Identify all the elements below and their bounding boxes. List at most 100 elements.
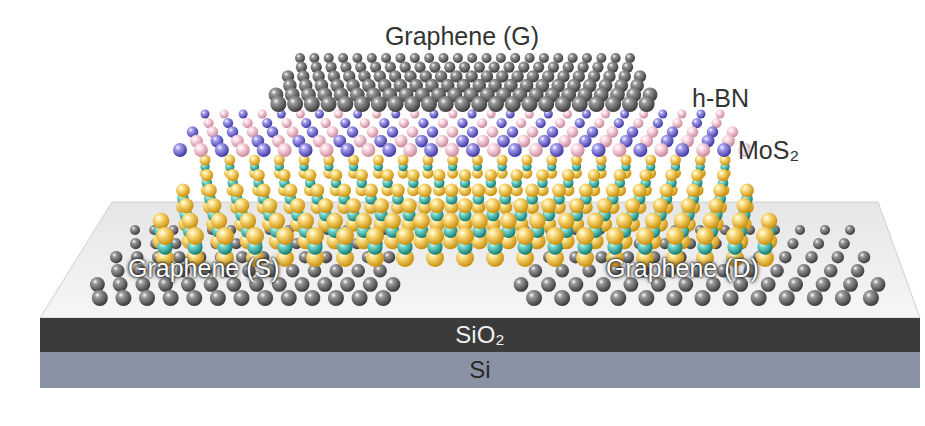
atom <box>555 118 565 128</box>
atom <box>843 277 858 292</box>
atom <box>696 227 714 245</box>
atom <box>582 53 592 63</box>
atom <box>445 184 459 198</box>
atom <box>426 227 444 245</box>
atom <box>457 198 472 213</box>
atom <box>486 227 504 245</box>
atom <box>456 227 474 245</box>
hbn-sheet <box>173 110 752 158</box>
atom <box>466 143 480 157</box>
atom <box>318 198 333 213</box>
atom <box>666 290 682 306</box>
atom <box>487 143 501 157</box>
atom <box>820 225 830 235</box>
atom <box>290 198 305 213</box>
atom <box>399 118 409 128</box>
atom <box>858 251 870 263</box>
atom <box>636 227 654 245</box>
atom <box>516 118 526 128</box>
atom <box>301 118 311 128</box>
atom <box>424 53 434 63</box>
atom <box>328 290 344 306</box>
atom <box>367 126 379 138</box>
graphene-gate-sheet <box>269 53 658 112</box>
silicon-layer: Si <box>40 352 920 388</box>
atom <box>467 53 477 63</box>
atom <box>498 184 512 198</box>
atom <box>317 277 332 292</box>
atom <box>606 184 620 198</box>
atom <box>471 213 488 230</box>
atom <box>645 155 656 166</box>
atom <box>482 53 492 63</box>
atom <box>438 53 448 63</box>
atom <box>516 227 534 245</box>
atom <box>230 184 244 198</box>
atom <box>496 118 506 128</box>
atom <box>541 277 556 292</box>
atom <box>211 213 228 230</box>
atom <box>239 110 248 119</box>
atom <box>579 184 593 198</box>
atom <box>295 277 310 292</box>
atom <box>130 238 141 249</box>
atom <box>206 198 221 213</box>
layer-name: SiO₂ <box>455 321 504 349</box>
atom <box>436 135 449 148</box>
atom <box>554 290 570 306</box>
atom <box>227 169 239 181</box>
atom <box>575 118 585 128</box>
layer-name: Si <box>469 356 490 384</box>
atom <box>257 184 271 198</box>
atom <box>507 126 519 138</box>
atom <box>633 143 647 157</box>
atom <box>337 184 351 198</box>
atom <box>497 155 508 166</box>
atom-layers <box>90 53 885 306</box>
atom <box>805 251 817 263</box>
atom <box>489 62 500 73</box>
atom <box>310 184 324 198</box>
atom <box>346 198 361 213</box>
atom <box>403 143 417 157</box>
atom <box>863 290 879 306</box>
atom <box>355 213 372 230</box>
atom <box>681 198 696 213</box>
atom <box>562 169 574 181</box>
atom <box>639 169 651 181</box>
atom <box>588 96 604 112</box>
atom <box>258 110 267 119</box>
atom <box>210 290 226 306</box>
atom <box>407 169 419 181</box>
atom <box>367 53 377 63</box>
atom <box>178 198 193 213</box>
atom <box>505 96 521 112</box>
atom <box>597 198 612 213</box>
atom <box>176 184 190 198</box>
atom <box>456 135 469 148</box>
atom <box>797 264 811 278</box>
atom <box>387 126 399 138</box>
atom <box>278 143 292 157</box>
atom <box>587 213 604 230</box>
atom <box>215 143 229 157</box>
atom <box>282 118 292 128</box>
atom <box>382 143 396 157</box>
atom <box>363 277 378 292</box>
atom <box>709 198 724 213</box>
atom <box>660 184 674 198</box>
layer-label: Graphene (G) <box>385 22 539 51</box>
atom <box>381 169 393 181</box>
atom <box>321 118 331 128</box>
atom <box>601 110 610 119</box>
atom <box>194 143 208 157</box>
atom <box>487 126 499 138</box>
atom <box>665 169 677 181</box>
atom <box>538 96 554 112</box>
atom <box>351 264 365 278</box>
atom <box>485 198 500 213</box>
atom <box>736 198 751 213</box>
atom <box>338 53 348 63</box>
atom <box>521 155 532 166</box>
